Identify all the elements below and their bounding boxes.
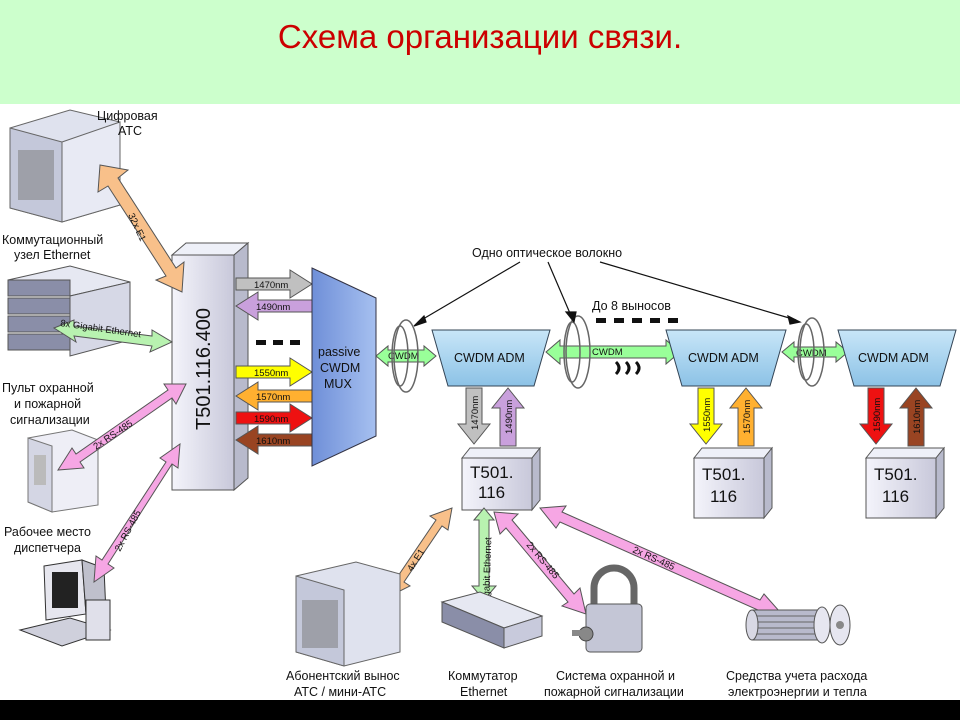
fiber-adm2-adm3-label: CWDM bbox=[796, 348, 827, 359]
drop-1590-label: 1590nm bbox=[872, 398, 883, 432]
add-arrow-1490 bbox=[490, 387, 526, 447]
single-fiber-label: Одно оптическое волокно bbox=[472, 246, 622, 260]
link-arrow-gbe bbox=[470, 507, 498, 601]
add-1570-label: 1570nm bbox=[742, 400, 753, 434]
subscriber-pbx-label-1: Абонентский вынос bbox=[286, 669, 400, 683]
ethernet-node-label-2: узел Ethernet bbox=[14, 248, 91, 262]
link-rs485-metering-label: 2x RS-485 bbox=[631, 545, 676, 573]
wavelength-arrow-1610 bbox=[235, 425, 313, 455]
ethernet-switch-label-1: Коммутатор bbox=[448, 669, 518, 683]
adm-3-label: CWDM ADM bbox=[858, 351, 929, 365]
wavelength-1550-label: 1550nm bbox=[254, 368, 288, 379]
meter-icon bbox=[745, 604, 851, 646]
fiber-mux-adm1-label: CWDM bbox=[388, 351, 419, 362]
wavelength-1490-label: 1490nm bbox=[256, 302, 290, 313]
drop-arrow-1590 bbox=[858, 387, 894, 445]
remote-unit-1-label-2: 116 bbox=[478, 483, 505, 502]
link-gbe-label: Gigabit Ethernet bbox=[481, 537, 494, 606]
wavelength-arrow-1590 bbox=[235, 403, 313, 433]
annotation-pointers bbox=[413, 261, 802, 327]
dash-marks bbox=[596, 318, 678, 323]
wavelength-1570-label: 1570nm bbox=[256, 392, 290, 403]
digital-pbx-icon bbox=[9, 109, 121, 223]
cwdm-adm-1 bbox=[431, 329, 551, 387]
remote-unit-2 bbox=[692, 446, 774, 520]
security-system-label-2: пожарной сигнализации bbox=[544, 685, 684, 699]
fiber-adm1-adm2-label: CWDM bbox=[592, 347, 623, 358]
remote-unit-3-label-1: T501. bbox=[874, 465, 917, 484]
ethernet-node-icon bbox=[7, 265, 131, 357]
wavelength-1590-label: 1590nm bbox=[254, 414, 288, 425]
alarm-console-label-2: и пожарной bbox=[14, 397, 81, 411]
mux-label-1: passive bbox=[318, 345, 360, 359]
drop-arrow-1470 bbox=[456, 387, 492, 445]
link-rs485-security-label: 2x RS-485 bbox=[524, 540, 561, 581]
adm-2-label: CWDM ADM bbox=[688, 351, 759, 365]
title-bar: Схема организации связи. bbox=[0, 0, 960, 104]
link-arrow-32e1 bbox=[97, 164, 185, 293]
add-1490-label: 1490nm bbox=[504, 400, 515, 434]
remote-unit-1-label-1: T501. bbox=[470, 463, 513, 482]
remote-unit-3 bbox=[864, 446, 946, 520]
link-arrow-rs485-dispatcher bbox=[93, 442, 181, 584]
page-title: Схема организации связи. bbox=[277, 18, 683, 55]
remote-unit-3-label-2: 116 bbox=[882, 487, 909, 506]
drop-arrow-1550 bbox=[688, 387, 724, 445]
link-arrow-rs485-alarm bbox=[57, 383, 187, 471]
add-arrow-1610 bbox=[898, 387, 934, 447]
wavelength-arrow-1470 bbox=[235, 269, 313, 299]
metering-label-1: Средства учета расхода bbox=[726, 669, 867, 683]
wavelength-1470-label: 1470nm bbox=[254, 280, 288, 291]
subscriber-pbx-label-2: АТС / мини-АТС bbox=[294, 685, 386, 699]
link-rs485-dispatcher-label: 2x RS-485 bbox=[113, 509, 144, 554]
digital-pbx-label-2: АТС bbox=[118, 124, 142, 138]
ethernet-switch-label-2: Ethernet bbox=[460, 685, 508, 699]
dispatcher-label-2: диспетчера bbox=[14, 541, 81, 555]
link-rs485-alarm-label: 2x RS-485 bbox=[92, 418, 135, 452]
main-unit-label: T501.116.400 bbox=[193, 308, 215, 430]
lock-icon bbox=[572, 564, 643, 653]
mux-label-3: MUX bbox=[324, 377, 352, 391]
alarm-console-icon bbox=[27, 429, 99, 513]
wavelength-arrow-1490 bbox=[235, 291, 313, 321]
bottom-bar bbox=[0, 700, 960, 720]
alarm-console-label-1: Пульт охранной bbox=[2, 381, 94, 395]
dispatcher-label-1: Рабочее место bbox=[4, 525, 91, 539]
wavelength-arrow-1570 bbox=[235, 381, 313, 411]
break-mark-icon bbox=[614, 360, 641, 376]
subscriber-pbx-icon bbox=[295, 561, 401, 667]
adm-1-label: CWDM ADM bbox=[454, 351, 525, 365]
remote-unit-1 bbox=[460, 446, 542, 512]
link-arrow-8gbe bbox=[52, 319, 174, 353]
add-arrow-1570 bbox=[728, 387, 764, 447]
fiber-coil-icons bbox=[391, 315, 825, 393]
add-1610-label: 1610nm bbox=[912, 400, 923, 434]
ethernet-node-label-1: Коммутационный bbox=[2, 233, 103, 247]
ellipsis-dashes bbox=[256, 340, 300, 345]
passive-mux bbox=[311, 267, 377, 467]
metering-label-2: электроэнергии и тепла bbox=[728, 685, 867, 699]
communication-diagram: Цифровая АТС Коммутационный узел Etherne… bbox=[2, 109, 957, 699]
cwdm-adm-3 bbox=[837, 329, 957, 387]
drop-1470-label: 1470nm bbox=[470, 396, 481, 430]
drop-1550-label: 1550nm bbox=[702, 398, 713, 432]
fiber-link-mux-adm1 bbox=[375, 344, 437, 368]
mux-label-2: CWDM bbox=[320, 361, 360, 375]
remote-unit-2-label-2: 116 bbox=[710, 487, 737, 506]
security-system-label-1: Система охранной и bbox=[556, 669, 675, 683]
wavelength-arrow-1550 bbox=[235, 357, 313, 387]
digital-pbx-label-1: Цифровая bbox=[97, 109, 158, 123]
ethernet-switch-icon bbox=[440, 591, 544, 649]
remote-unit-2-label-1: T501. bbox=[702, 465, 745, 484]
wavelength-1610-label: 1610nm bbox=[256, 436, 290, 447]
main-unit bbox=[170, 241, 250, 492]
up-to-8-label: До 8 выносов bbox=[592, 299, 671, 313]
cwdm-adm-2 bbox=[665, 329, 787, 387]
alarm-console-label-3: сигнализации bbox=[10, 413, 90, 427]
